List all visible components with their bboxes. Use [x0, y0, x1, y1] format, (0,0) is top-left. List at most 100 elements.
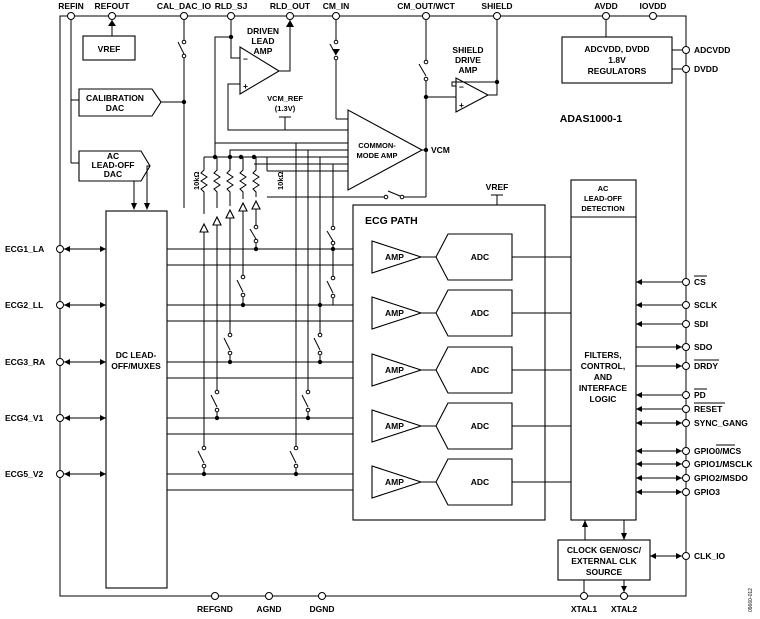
- junction-r2: [238, 154, 244, 160]
- pin-reset: [682, 405, 690, 413]
- figure-id: 09660-012: [748, 588, 754, 612]
- arrow-clk-up-1: [582, 520, 588, 527]
- amp-5: [371, 465, 423, 499]
- ac-leadoff-dac-box: [78, 150, 151, 182]
- amp-3: [371, 353, 423, 387]
- pin-dgnd: [318, 592, 326, 600]
- switch-cal-io-c1: [181, 39, 187, 45]
- arrow-ecg5-l: [64, 471, 70, 477]
- vcm-ref-label-1: VCM_REF: [267, 94, 303, 103]
- calibration-dac-box: [78, 88, 162, 117]
- sw2-c1: [240, 274, 246, 280]
- pin-label-refgnd: REFGND: [197, 604, 233, 614]
- vcm-ref-label-2: (1.3V): [275, 104, 296, 113]
- shield-drive-amp-triangle: [455, 77, 490, 113]
- pin-dvdd: [682, 65, 690, 73]
- arrow-ecg1-r: [100, 246, 106, 252]
- pin-iovdd: [649, 12, 657, 20]
- clock-gen-label-2: EXTERNAL CLK: [571, 556, 637, 566]
- clock-gen-label-1: CLOCK GEN/OSC/: [567, 545, 642, 555]
- pin-ecg1-la: [56, 245, 64, 253]
- cmsw4-blade: [289, 450, 297, 464]
- arrow-gpio0-l: [636, 448, 642, 454]
- resistor-1: [200, 157, 208, 214]
- clock-gen: CLOCK GEN/OSC/ EXTERNAL CLK SOURCE: [557, 520, 682, 592]
- resistor-label-right: 10kΩ: [276, 171, 285, 190]
- buffer-3: [225, 208, 235, 219]
- arrow-gpio1-r: [676, 461, 682, 467]
- ac-leadoff-dac-label-2: LEAD-OFF: [92, 160, 135, 170]
- sw3-c1: [227, 332, 233, 338]
- arrow-ecg4-l: [64, 415, 70, 421]
- amp-1-label: AMP: [385, 252, 404, 262]
- pin-label-cm-in: CM_IN: [323, 1, 349, 11]
- pin-cm-out-wct: [422, 12, 430, 20]
- switch-wct-blade: [418, 63, 427, 77]
- pin-label-avdd: AVDD: [594, 1, 617, 11]
- pin-label-cal-dac-io: CAL_DAC_IO: [157, 1, 212, 11]
- adc-4-label: ADC: [471, 421, 489, 431]
- calibration-dac-label-1: CALIBRATION: [86, 93, 144, 103]
- pin-xtal1: [580, 592, 588, 600]
- pin-label-gpio1: GPIO1/MSCLK: [694, 459, 753, 469]
- shield-amp-minus: −: [459, 82, 464, 92]
- wire-acdac-out-2: [146, 165, 150, 208]
- pin-avdd: [602, 12, 610, 20]
- cal-dac-io-path: [177, 20, 187, 208]
- vcm-label: VCM: [431, 145, 450, 155]
- filters-label-5: LOGIC: [590, 394, 617, 404]
- pin-cal-dac-io: [180, 12, 188, 20]
- resistor-5: [252, 157, 260, 197]
- regulators-label-1: ADCVDD, DVDD: [584, 44, 649, 54]
- arrow-gpio2-r: [676, 475, 682, 481]
- pin-xtal2: [620, 592, 628, 600]
- shield-amp-plus: +: [459, 100, 464, 110]
- driven-lead-amp-label-2: LEAD: [251, 36, 274, 46]
- pin-sdi: [682, 320, 690, 328]
- arrow-cm-in: [332, 49, 340, 55]
- junction-r3: [251, 154, 257, 160]
- filters-label-2: CONTROL,: [581, 361, 625, 371]
- wire-shield-fb: [451, 81, 497, 87]
- pin-label-iovdd: IOVDD: [640, 1, 667, 11]
- pin-label-gpio3: GPIO3: [694, 487, 720, 497]
- pin-label-sclk: SCLK: [694, 300, 718, 310]
- pin-agnd: [265, 592, 273, 600]
- shield-path: SHIELD DRIVE AMP − +: [418, 20, 500, 197]
- pin-label-xtal2: XTAL2: [611, 604, 638, 614]
- ac-detect-label-2: LEAD-OFF: [584, 194, 622, 203]
- pin-label-ecg5-v2: ECG5_V2: [5, 469, 44, 479]
- amp-5-label: AMP: [385, 477, 404, 487]
- arrow-sdi: [636, 321, 642, 327]
- driven-lead-amp-triangle: [239, 46, 281, 95]
- junction-cal-io: [181, 99, 187, 105]
- arrow-gpio0-r: [676, 448, 682, 454]
- cmsw4-c2: [293, 463, 299, 469]
- arrow-acdac-2: [144, 203, 150, 210]
- wire-cm-in-1: [214, 142, 348, 157]
- common-mode-amp-triangle: [347, 109, 424, 191]
- interface-logic: AC LEAD-OFF DETECTION FILTERS, CONTROL, …: [570, 179, 682, 521]
- common-mode-amp-label-2: MODE AMP: [357, 151, 398, 160]
- wire-cm-in-2: [229, 149, 348, 157]
- resistor-2: [213, 157, 221, 208]
- pin-label-adcvdd: ADCVDD: [694, 45, 730, 55]
- pin-label-dvdd: DVDD: [694, 64, 718, 74]
- pin-label-xtal1: XTAL1: [571, 604, 598, 614]
- cmsw3-c1: [305, 389, 311, 395]
- arrow-sdo: [676, 344, 682, 350]
- adc-3-label: ADC: [471, 365, 489, 375]
- pin-refin: [67, 12, 75, 20]
- driven-lead-amp-label-1: DRIVEN: [247, 26, 279, 36]
- pin-clk-io: [682, 552, 690, 560]
- pin-label-drdy: DRDY: [694, 361, 718, 371]
- pin-label-shield: SHIELD: [481, 1, 512, 11]
- pin-label-cm-out-wct: CM_OUT/WCT: [397, 1, 455, 11]
- pin-label-dgnd: DGND: [309, 604, 334, 614]
- arrow-ecg2-l: [64, 302, 70, 308]
- chip-name: ADAS1000-1: [560, 113, 623, 125]
- pin-refgnd: [211, 592, 219, 600]
- arrow-cs: [636, 279, 642, 285]
- clock-gen-box: [557, 539, 651, 581]
- cm-switches: [289, 143, 336, 474]
